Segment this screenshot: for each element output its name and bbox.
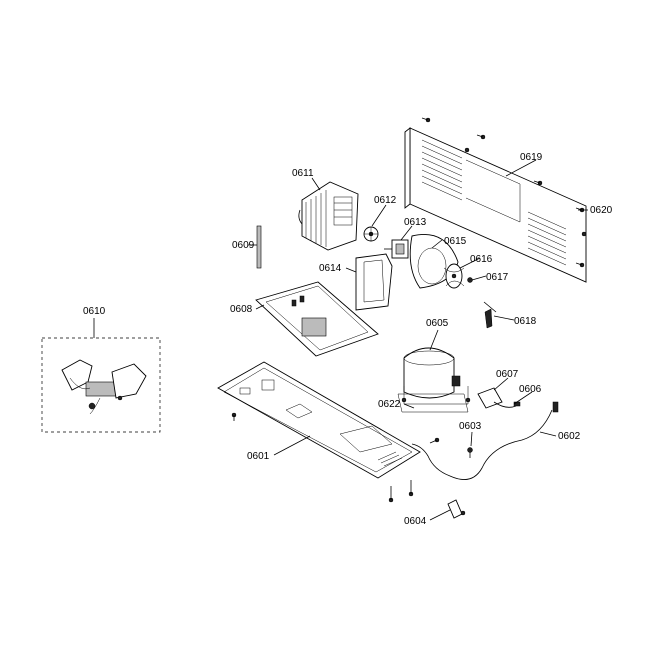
label-0616: 0616 [470,254,493,265]
label-0614: 0614 [319,263,342,274]
leader-lines [93,159,588,521]
screw-0603 [467,447,473,458]
sensor-0618 [483,301,497,329]
clip-0617 [467,277,473,283]
label-0603: 0603 [459,421,482,432]
duct-0614 [355,253,393,311]
fan-blade-0612 [363,226,379,242]
label-0609: 0609 [232,240,255,251]
condenser-coil [298,181,359,251]
power-cord-0602 [411,401,559,480]
detail-box-0610 [41,337,161,433]
label-0620: 0620 [590,205,613,216]
rear-panel-grille [404,127,587,283]
fan-blade-0616 [443,263,465,289]
label-0601: 0601 [247,451,270,462]
label-0604: 0604 [404,516,427,527]
label-0617: 0617 [486,272,509,283]
label-0602: 0602 [558,431,581,442]
drain-tube-0609 [256,225,262,269]
drain-pan-0608 [255,281,379,357]
label-0611: 0611 [292,168,314,179]
label-0615: 0615 [444,236,467,247]
label-0618: 0618 [514,316,537,327]
label-0605: 0605 [426,318,449,329]
fan-motor-0613 [384,239,409,259]
part-labels: 0611 0612 0613 0615 0616 0617 0618 0619 … [83,152,613,527]
label-0612: 0612 [374,195,397,206]
compressor-0605 [397,347,469,413]
label-0619: 0619 [520,152,543,163]
bolts-base [388,480,414,503]
label-0610: 0610 [83,306,106,317]
base-plate-0601 [217,361,440,479]
label-0607: 0607 [496,369,519,380]
label-0613: 0613 [404,217,427,228]
connector-0604 [447,499,466,519]
label-0608: 0608 [230,304,253,315]
mounting-0622 [401,386,471,405]
label-0622: 0622 [378,399,401,410]
label-0606: 0606 [519,384,542,395]
